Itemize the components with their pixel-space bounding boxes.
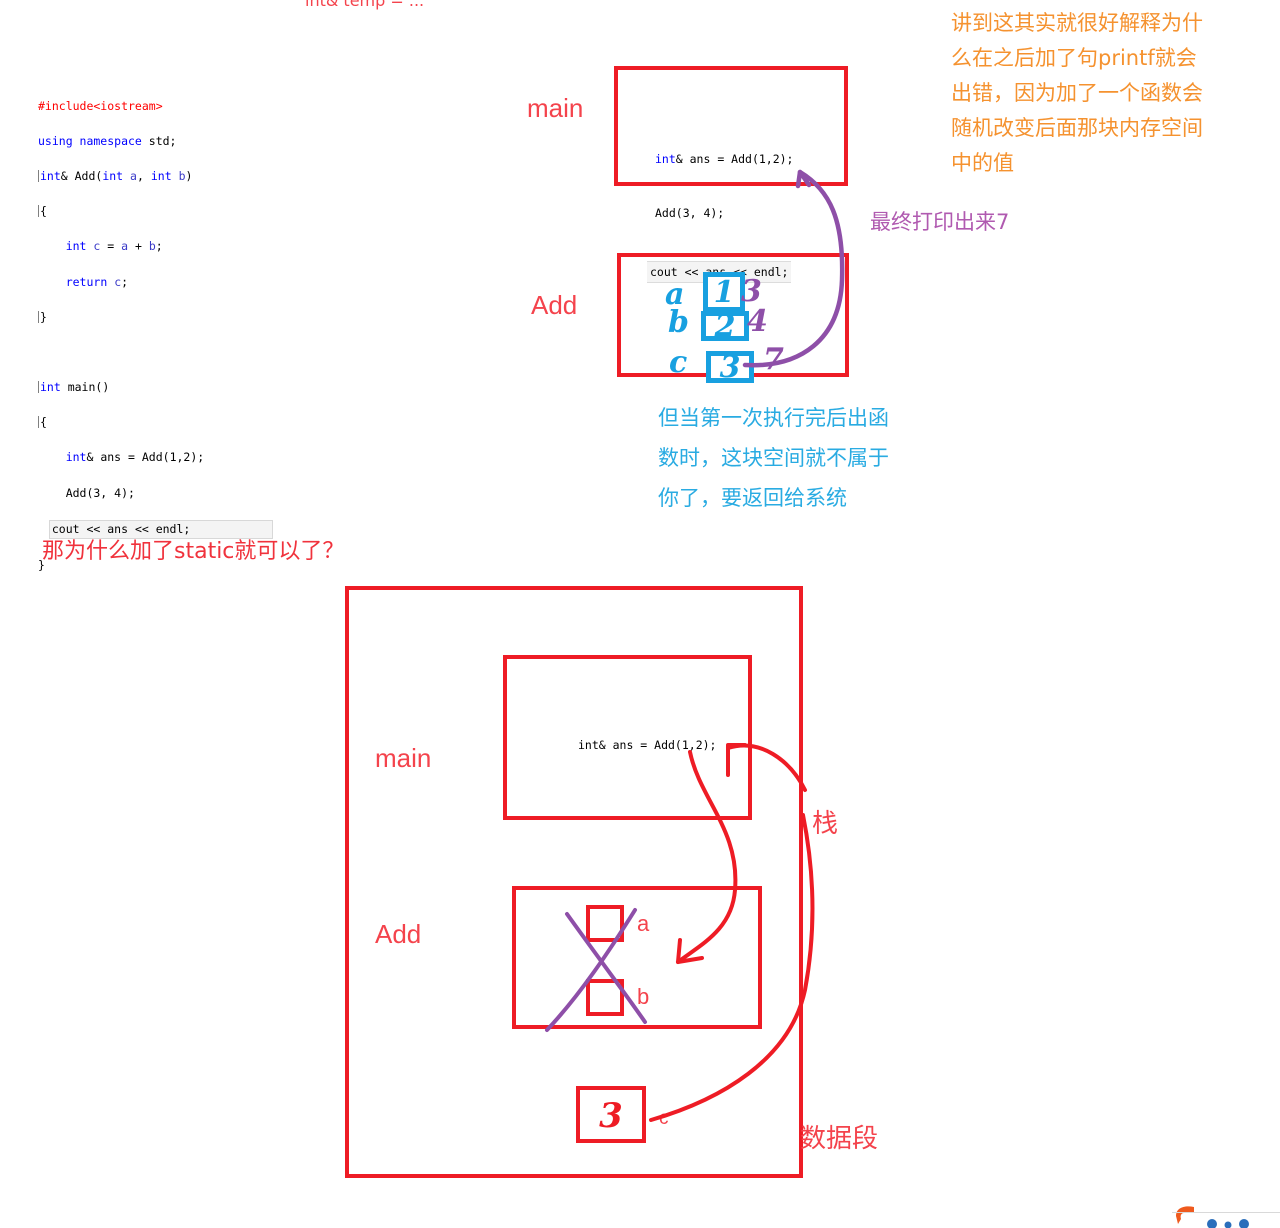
- lower-add-label: Add: [375, 919, 422, 949]
- lower-cell-label-b: b: [637, 984, 650, 1009]
- upper-cell-box-a: 1: [703, 272, 745, 312]
- orange-line: 中的值: [951, 151, 1014, 175]
- data-segment-label: 数据段: [800, 1123, 879, 1153]
- upper-main-code-line2: Add(3, 4);: [655, 206, 725, 220]
- upper-cell-label-b: b: [668, 305, 689, 340]
- orange-line: 随机改变后面那块内存空间: [951, 116, 1203, 140]
- blue-line: 数时，这块空间就不属于: [658, 446, 889, 470]
- lower-cell-box-a: [586, 905, 624, 942]
- static-question: 那为什么加了static就可以了？: [42, 539, 345, 564]
- upper-cell-note-b: 4: [747, 304, 768, 339]
- code-line-highlighted: cout << ans << endl;: [38, 519, 298, 540]
- top-clipped-text: int& temp = ...: [305, 0, 425, 10]
- code-line: int& ans = Add(1,2);: [65, 450, 205, 465]
- lower-static-cell-label: c: [659, 1108, 669, 1129]
- upper-cell-box-b: 2: [701, 309, 749, 344]
- blue-annotation: 但当第一次执行完后出函 数时，这块空间就不属于 你了，要返回给系统: [658, 398, 958, 518]
- upper-cell-note-c: 7: [763, 342, 784, 377]
- lower-main-box: [503, 655, 752, 820]
- upper-main-code-line1: int& ans = Add(1,2);: [655, 152, 794, 166]
- code-line: int c = a + b;: [65, 239, 163, 254]
- code-line: using namespace std;: [38, 133, 177, 148]
- source-code-listing: #include<iostream> using namespace std; …: [38, 80, 298, 592]
- watermark-logo: [1172, 1206, 1280, 1228]
- code-line: }: [38, 558, 45, 573]
- lower-main-code: int& ans = Add(1,2);: [578, 738, 717, 752]
- orange-line: 讲到这其实就很好解释为什: [951, 11, 1203, 35]
- code-line: {: [38, 204, 47, 219]
- purple-annotation: 最终打印出来7: [870, 210, 1010, 234]
- upper-cell-label-a: a: [665, 277, 685, 312]
- upper-cell-value-a: 1: [713, 275, 735, 310]
- lower-main-label: main: [375, 743, 432, 773]
- code-line: return c;: [65, 274, 129, 289]
- upper-add-label: Add: [531, 290, 578, 320]
- upper-main-label: main: [527, 93, 584, 123]
- code-line: Add(3, 4);: [38, 485, 135, 500]
- orange-line: 么在之后加了句printf就会: [951, 46, 1197, 70]
- blue-line: 但当第一次执行完后出函: [658, 406, 889, 430]
- lower-static-cell-box: 3: [576, 1086, 646, 1143]
- code-line: #include<iostream>: [38, 98, 163, 113]
- upper-cell-box-c: 3: [706, 351, 754, 383]
- lower-cell-box-b: [586, 979, 624, 1016]
- orange-annotation: 讲到这其实就很好解释为什 么在之后加了句printf就会 出错，因为加了一个函数…: [951, 6, 1251, 181]
- upper-main-box: [614, 66, 848, 186]
- code-line: }: [38, 309, 47, 324]
- lower-static-cell-value: 3: [599, 1096, 623, 1136]
- lower-cell-label-a: a: [637, 911, 650, 936]
- upper-cell-value-b: 2: [714, 309, 736, 344]
- orange-line: 出错，因为加了一个函数会: [951, 81, 1203, 105]
- blue-line: 你了，要返回给系统: [658, 486, 847, 510]
- code-line: [38, 344, 298, 362]
- upper-cell-value-c: 3: [719, 350, 741, 385]
- upper-cell-note-a: 3: [741, 274, 762, 309]
- code-line: int& Add(int a, int b): [38, 168, 193, 183]
- code-line: {: [38, 415, 47, 430]
- upper-cell-label-c: c: [669, 345, 688, 380]
- stack-label: 栈: [812, 808, 839, 838]
- code-line: int main(): [38, 380, 110, 395]
